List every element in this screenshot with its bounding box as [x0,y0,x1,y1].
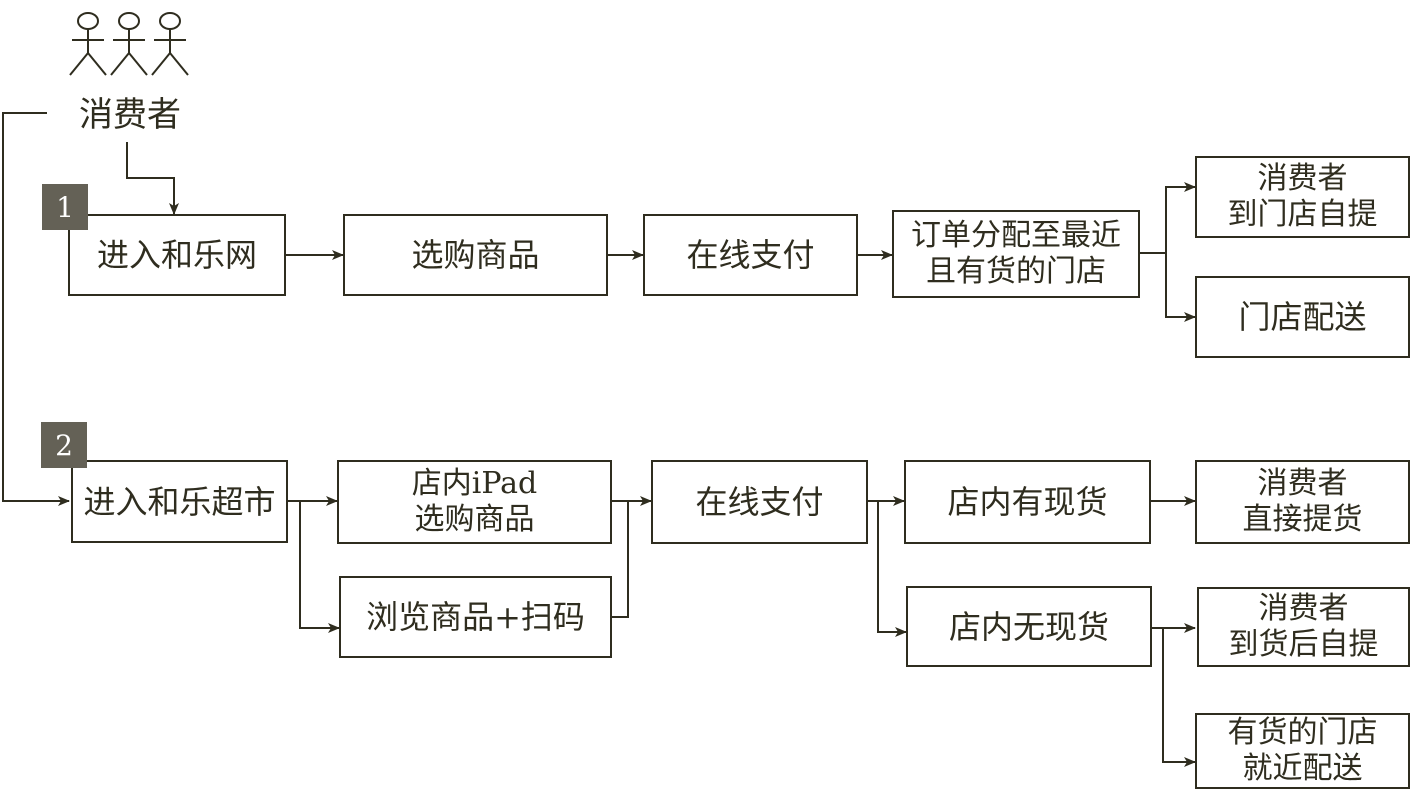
edge-consumer-flow2 [2,112,70,506]
flow2-badge: 2 [41,422,87,468]
stick-figure-group-icon [69,12,189,76]
f2-outstock-node: 店内无现货 [906,586,1152,667]
edge-f1-assign-branch [1140,182,1196,254]
stick-figure-icon [110,12,148,76]
edge-f2-outstock-nearby [1162,628,1196,767]
f1-assign-node: 订单分配至最近 且有货的门店 [892,210,1140,298]
f2-later-pickup-node: 消费者 到货后自提 [1197,587,1410,667]
f2-scan-node: 浏览商品+扫码 [339,576,612,658]
f2-pay-node: 在线支付 [651,460,868,544]
edge-f1-branch-delivery [1165,253,1196,322]
edge-consumer-flow1 [126,142,179,215]
f1-enter-node: 进入和乐网 [68,214,286,296]
f1-pickup-node: 消费者 到门店自提 [1195,156,1410,238]
stick-figure-icon [69,12,107,76]
stick-figure-icon [151,12,189,76]
edge-f2-enter-scan [299,501,340,633]
f1-pay-node: 在线支付 [643,214,858,296]
f2-direct-pickup-node: 消费者 直接提货 [1195,460,1410,544]
edge-f2-pay-outstock [877,501,907,637]
f2-enter-node: 进入和乐超市 [71,460,288,543]
f2-instock-node: 店内有现货 [904,460,1151,544]
edge-f2-scan-pay [612,501,629,618]
f2-ipad-node: 店内iPad 选购商品 [337,460,612,544]
actor-label: 消费者 [79,95,181,135]
f2-nearby-delivery-node: 有货的门店 就近配送 [1195,713,1410,789]
flow1-badge: 1 [42,184,88,230]
f1-delivery-node: 门店配送 [1195,276,1410,358]
f1-select-node: 选购商品 [343,214,608,296]
